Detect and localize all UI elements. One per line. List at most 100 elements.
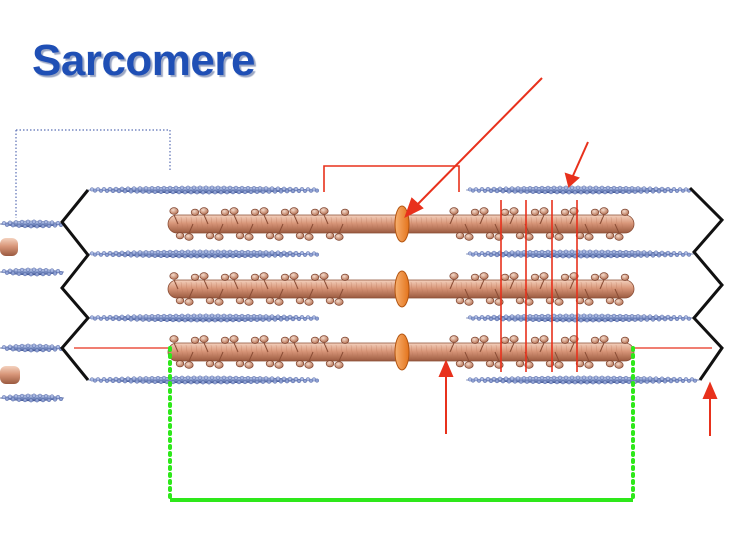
rod-stripe [595,344,599,360]
myosin-neck [539,279,545,290]
actin-bead [531,317,536,322]
actin-bead [651,317,656,322]
actin-bead [182,380,187,385]
actin-bead [297,189,302,194]
actin-bead [116,253,121,258]
actin-bead [140,189,145,194]
actin-bead [185,185,190,190]
rod-stripe [215,216,219,232]
myosin-head [184,298,194,306]
rod-stripe [475,344,479,360]
actin-bead [140,379,145,384]
actin-bead [239,313,244,318]
rod-stripe [565,344,569,360]
actin-bead [582,375,587,380]
rod-stripe [445,216,449,232]
actin-bead [639,189,644,194]
myosin-head [244,233,254,241]
rod-stripe [375,281,379,297]
actin-bead [273,253,278,258]
actin-bead [537,380,542,385]
actin-bead [110,317,115,322]
actin-bead [41,398,46,403]
myosin-head [265,360,275,368]
actin-bead [660,250,665,255]
actin-bead [56,394,61,399]
rod-stripe [420,281,424,297]
actin-bead [113,376,118,381]
actin-bead [555,318,560,323]
actin-bead [270,250,275,255]
actin-bead [633,317,638,322]
actin-bead [663,189,668,194]
actin-bead [197,185,202,190]
myosin-head [479,335,489,343]
myosin-neck [479,279,485,290]
rod-stripe [385,216,389,232]
myosin-neck [494,223,500,234]
myosin-neck [599,214,605,225]
rod-stripe [245,344,249,360]
actin-bead [678,315,683,320]
myosin-head [259,335,269,343]
rod-stripe [250,216,254,232]
actin-bead [540,249,545,254]
actin-bead [38,267,43,272]
actin-bead [26,219,31,224]
rod-stripe [315,216,319,232]
actin-bead [53,223,58,228]
rod-stripe [245,281,249,297]
rod-stripe [595,281,599,297]
actin-bead [525,379,530,384]
myosin-neck [614,351,620,362]
actin-bead [206,318,211,323]
actin-bead [642,186,647,191]
myosin-head [340,273,350,281]
myosin-head [590,208,600,216]
thin-filament [465,185,692,195]
myosin-neck [464,351,470,362]
myosin-neck [599,279,605,290]
rod-stripe [490,216,494,232]
actin-bead [13,394,18,399]
actin-bead [218,190,223,195]
rod-stripe [435,281,439,297]
actin-bead [558,313,563,318]
myosin-head [515,297,525,305]
rod-stripe [545,344,549,360]
actin-bead [230,190,235,195]
rod-stripe [270,344,274,360]
actin-bead [288,376,293,381]
actin-bead [137,250,142,255]
actin-bead [543,254,548,259]
actin-bead [152,379,157,384]
myosin-head [500,336,510,344]
actin-bead [23,224,28,229]
actin-bead [618,313,623,318]
myosin-neck [203,279,209,290]
rod-stripe [520,281,524,297]
actin-bead [645,253,650,258]
m-line [394,205,410,371]
myosin-head [494,298,504,306]
thin-filament [87,313,320,323]
actin-bead [258,376,263,381]
actin-bead [116,379,121,384]
rod-stripe [230,216,234,232]
actin-bead [4,222,9,227]
rod-stripe [320,216,324,232]
actin-bead [579,318,584,323]
myosin-head [199,272,209,280]
actin-bead [585,380,590,385]
actin-bead [35,272,40,277]
actin-bead [227,249,232,254]
actin-bead [59,271,64,276]
actin-bead [188,254,193,259]
actin-bead [7,268,12,273]
actin-bead [176,254,181,259]
rod-stripe [300,216,304,232]
thick-fragment [0,366,20,384]
actin-bead [615,190,620,195]
actin-bead [552,375,557,380]
actin-bead [654,186,659,191]
